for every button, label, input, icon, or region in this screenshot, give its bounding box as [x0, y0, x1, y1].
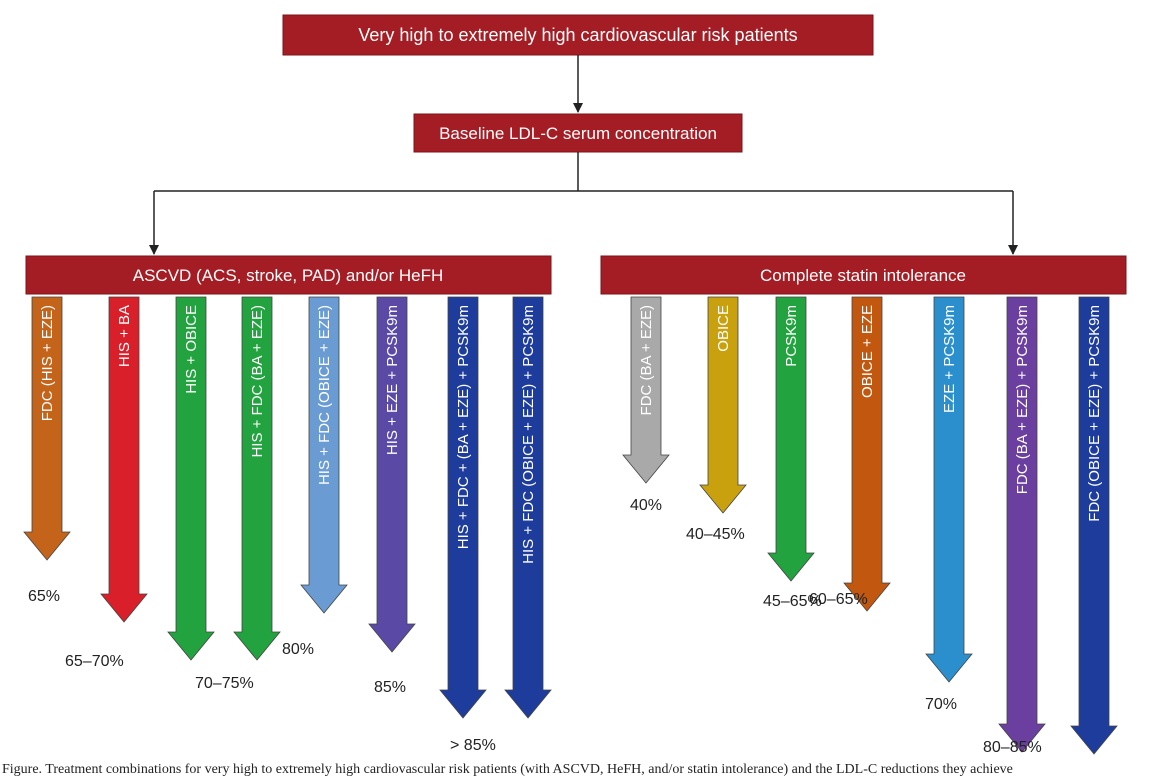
ldl-reduction-label: > 85% — [1066, 761, 1112, 762]
top-risk-box-label: Very high to extremely high cardiovascul… — [358, 25, 797, 45]
ldl-reduction-label: 65–70% — [65, 653, 124, 670]
ldl-reduction-label: 65% — [28, 588, 60, 605]
arrow-treatment-label: FDC (OBICE + EZE) + PCSK9m — [1086, 305, 1103, 522]
arrow-shape — [1070, 296, 1118, 755]
ldl-reduction-label: 70% — [925, 696, 957, 713]
treatment-arrow-fdc-ba-eze: FDC (BA + EZE) 40% — [622, 296, 670, 514]
statin-intolerance-group-box: Complete statin intolerance — [600, 255, 1127, 295]
treatment-arrow-fdc-his-eze: FDC (HIS + EZE) 65% — [23, 296, 71, 605]
arrow-treatment-label: OBICE + EZE — [859, 305, 876, 398]
treatment-flowchart: Very high to extremely high cardiovascul… — [23, 14, 1127, 762]
treatment-arrow-fdc-obice-eze-pcsk9m: FDC (OBICE + EZE) + PCSK9m > 85% — [1066, 296, 1118, 762]
treatment-arrow-pcsk9m: PCSK9m 45–65% — [763, 296, 822, 610]
arrow-shape — [699, 296, 747, 514]
ldl-reduction-label: 80–85% — [983, 739, 1042, 756]
treatment-arrow-his-fdc-obice-eze-pcsk9m: HIS + FDC (OBICE + EZE) + PCSK9m — [504, 296, 552, 719]
arrow-treatment-label: HIS + OBICE — [183, 305, 200, 394]
arrow-shape — [167, 296, 215, 661]
ldl-reduction-label: 60–65% — [809, 591, 868, 608]
arrow-treatment-label: HIS + FDC + (BA + EZE) + PCSK9m — [455, 305, 472, 549]
arrow-shape — [439, 296, 487, 719]
branch-connectors — [149, 152, 1018, 255]
arrow-treatment-label: HIS + EZE + PCSK9m — [384, 305, 401, 455]
arrow-treatment-label: FDC (HIS + EZE) — [39, 305, 56, 421]
arrow-shape — [622, 296, 670, 484]
arrow-treatment-label: HIS + FDC (BA + EZE) — [249, 305, 266, 458]
arrow-shape — [100, 296, 148, 623]
arrow-shape — [767, 296, 815, 582]
arrow-treatment-label: FDC (BA + EZE) — [638, 305, 655, 415]
arrow-treatment-label: HIS + FDC (OBICE + EZE) — [316, 305, 333, 485]
top-risk-box: Very high to extremely high cardiovascul… — [282, 14, 874, 56]
statin-intolerance-treatment-arrows: FDC (BA + EZE) 40% OBICE 40–45% PCSK9m 45–65%… — [622, 296, 1118, 762]
ascvd-group-box: ASCVD (ACS, stroke, PAD) and/or HeFH — [25, 255, 552, 295]
treatment-arrow-his-eze-pcsk9m: HIS + EZE + PCSK9m 85% — [368, 296, 416, 696]
ldl-reduction-label: 40–45% — [686, 526, 745, 543]
arrow-shape — [925, 296, 973, 683]
arrow-treatment-label: EZE + PCSK9m — [941, 305, 958, 413]
arrow-shape — [23, 296, 71, 561]
ldl-reduction-label: 85% — [374, 679, 406, 696]
arrow-treatment-label: HIS + BA — [116, 305, 133, 367]
ldl-reduction-label: 70–75% — [195, 675, 254, 692]
ldl-reduction-label: 45–65% — [763, 593, 822, 610]
arrow-shape — [300, 296, 348, 614]
ascvd-group-label: ASCVD (ACS, stroke, PAD) and/or HeFH — [133, 266, 444, 285]
arrow-shape — [368, 296, 416, 653]
figure-caption: Figure. Treatment combinations for very … — [2, 762, 1013, 777]
treatment-arrow-obice: OBICE 40–45% — [686, 296, 747, 543]
ldl-reduction-label: 40% — [630, 497, 662, 514]
treatment-arrow-his-fdc-ba-eze: HIS + FDC (BA + EZE) — [233, 296, 281, 661]
baseline-ldl-box-label: Baseline LDL-C serum concentration — [439, 124, 717, 143]
arrow-shape — [233, 296, 281, 661]
arrow-treatment-label: FDC (BA + EZE) + PCSK9m — [1014, 305, 1031, 494]
baseline-ldl-box: Baseline LDL-C serum concentration — [413, 113, 743, 153]
arrow-shape — [504, 296, 552, 719]
treatment-arrow-eze-pcsk9m: EZE + PCSK9m 70% — [925, 296, 973, 713]
arrow-treatment-label: OBICE — [715, 305, 732, 352]
treatment-arrow-obice-eze: OBICE + EZE 60–65% — [809, 296, 891, 612]
ldl-reduction-label: 80% — [282, 641, 314, 658]
arrow-shape — [843, 296, 891, 612]
treatment-arrow-his-fdc-obice-eze: HIS + FDC (OBICE + EZE) 80% — [282, 296, 348, 658]
treatment-arrow-fdc-ba-eze-pcsk9m: FDC (BA + EZE) + PCSK9m 80–85% — [983, 296, 1046, 756]
ldl-reduction-label: > 85% — [450, 737, 496, 754]
treatment-arrow-his-ba: HIS + BA 65–70% — [65, 296, 148, 670]
ascvd-treatment-arrows: FDC (HIS + EZE) 65% HIS + BA 65–70% HIS + OB… — [23, 296, 552, 754]
arrow-shape — [998, 296, 1046, 753]
treatment-arrow-his-fdc-ba-eze-pcsk9m: HIS + FDC + (BA + EZE) + PCSK9m > 85% — [439, 296, 496, 754]
arrow-treatment-label: HIS + FDC (OBICE + EZE) + PCSK9m — [520, 305, 537, 564]
statin-intolerance-group-label: Complete statin intolerance — [760, 266, 966, 285]
arrow-treatment-label: PCSK9m — [783, 305, 800, 367]
treatment-arrow-his-obice: HIS + OBICE 70–75% — [167, 296, 254, 692]
